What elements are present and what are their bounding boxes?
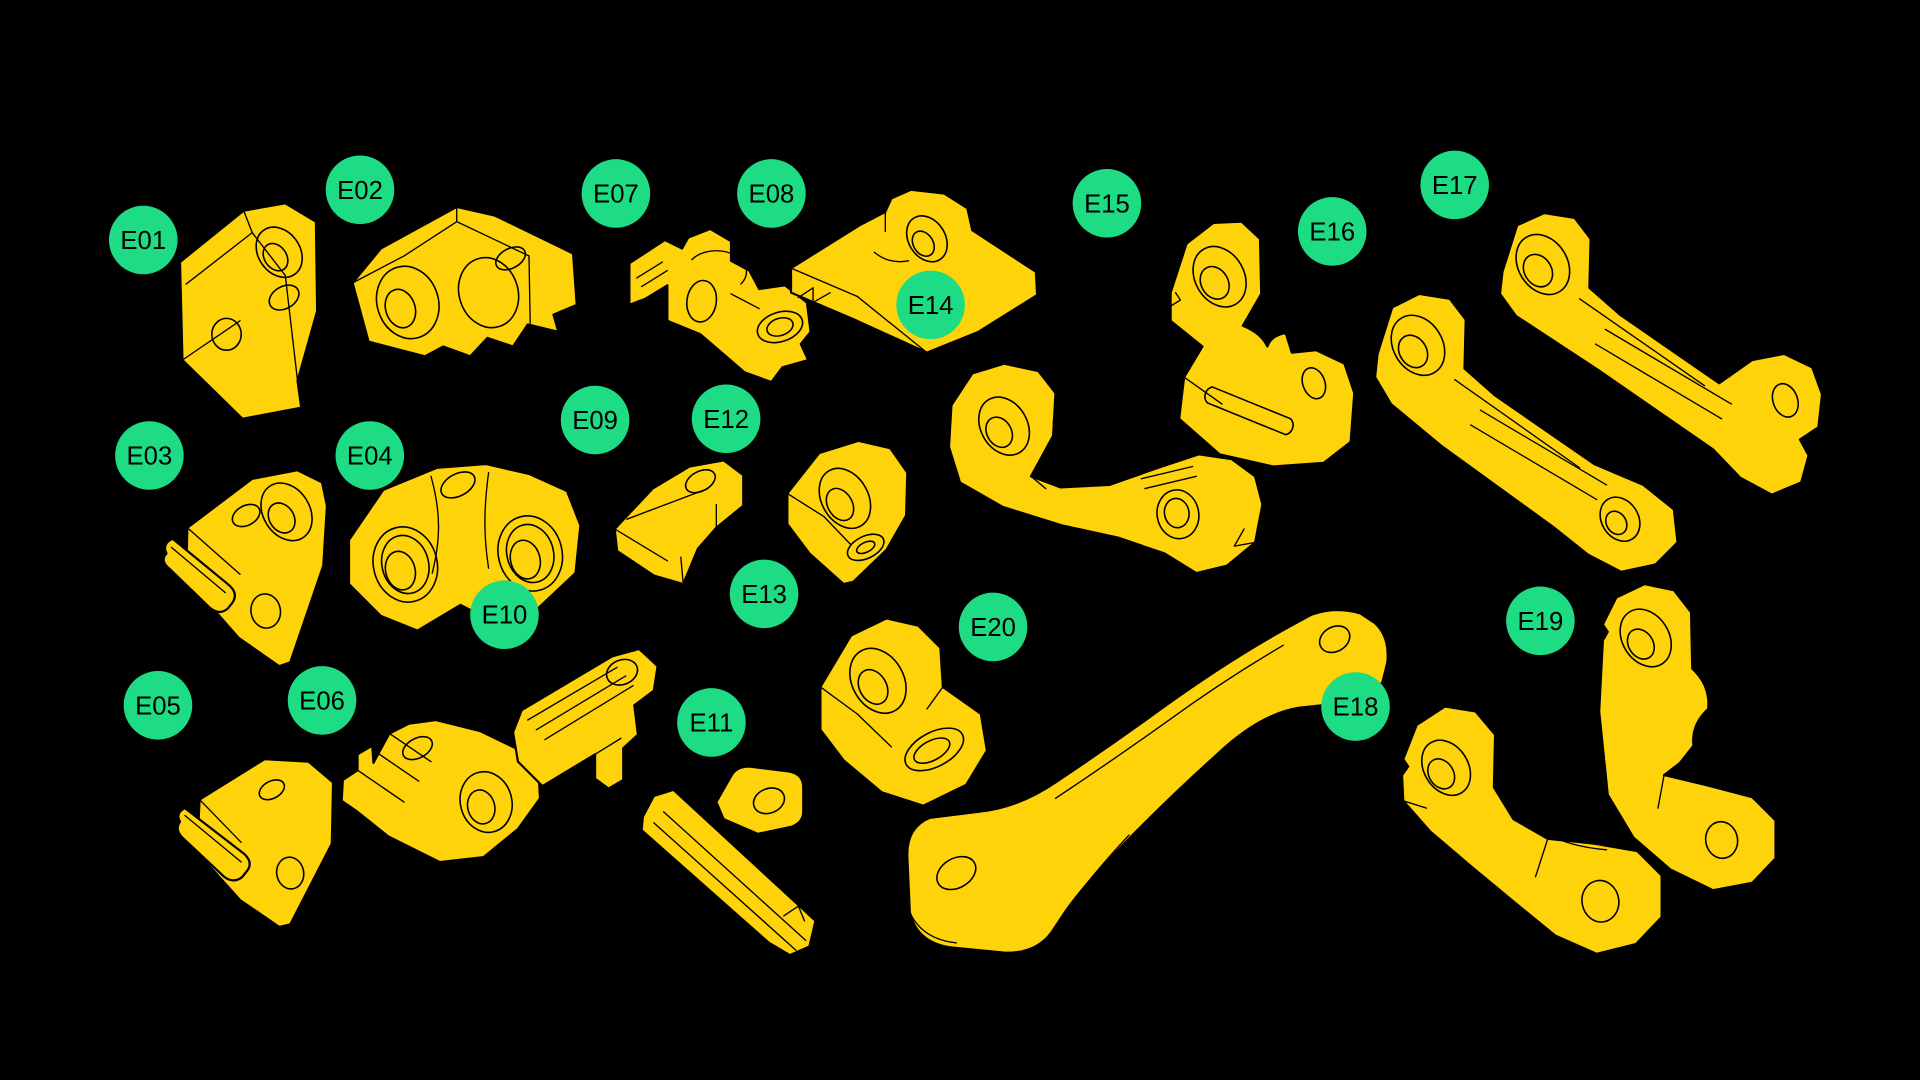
badge-label: E08 <box>749 180 795 208</box>
badge-circle <box>1420 150 1489 220</box>
badge-e16: E16 <box>1297 197 1367 266</box>
badge-e13: E13 <box>729 559 799 629</box>
badge-label: E14 <box>908 292 954 320</box>
part-e04 <box>347 462 582 632</box>
badge-e07: E07 <box>581 159 651 228</box>
badge-label: E12 <box>703 406 749 434</box>
badge-e17: E17 <box>1420 150 1489 220</box>
badge-e10: E10 <box>470 580 539 649</box>
badge-circle <box>1297 197 1367 266</box>
part-e12 <box>786 439 909 586</box>
badge-label: E18 <box>1333 694 1379 722</box>
part-e05 <box>176 758 335 929</box>
part-e16 <box>1374 292 1679 573</box>
parts-layer <box>162 188 1824 957</box>
badge-label: E06 <box>299 687 345 715</box>
badge-circle <box>1321 672 1390 741</box>
badge-circle <box>325 155 395 225</box>
badge-e08: E08 <box>737 159 806 228</box>
badge-e18: E18 <box>1321 672 1390 741</box>
badge-label: E17 <box>1432 172 1478 200</box>
part-e09 <box>613 459 745 586</box>
badge-circle <box>123 671 193 740</box>
badge-circle <box>115 421 184 490</box>
badge-circle <box>560 385 630 455</box>
badge-circle <box>691 384 761 454</box>
badge-e01: E01 <box>108 205 178 275</box>
badge-label: E01 <box>120 227 166 255</box>
part-e20 <box>906 609 1389 954</box>
part-e15 <box>1169 220 1356 468</box>
badge-circle <box>470 580 539 649</box>
part-e18 <box>1400 705 1663 955</box>
badge-e02: E02 <box>325 155 395 225</box>
badge-label: E20 <box>970 614 1016 642</box>
badge-circle <box>958 592 1028 662</box>
badge-label: E07 <box>593 180 639 208</box>
part-e10 <box>511 647 659 790</box>
part-e07 <box>628 227 812 384</box>
part-e01 <box>178 202 319 420</box>
part-e06 <box>340 718 542 864</box>
badge-circle <box>287 666 357 735</box>
badge-label: E05 <box>135 692 181 720</box>
badge-e03: E03 <box>115 421 184 490</box>
badge-e05: E05 <box>123 671 193 740</box>
badge-e15: E15 <box>1072 168 1142 238</box>
badge-circle <box>108 205 178 275</box>
badge-circle <box>896 270 965 340</box>
part-e13 <box>819 617 989 807</box>
badge-label: E02 <box>337 177 383 205</box>
part-e02 <box>351 205 578 358</box>
badge-label: E03 <box>127 443 173 471</box>
part-e17 <box>1498 211 1824 496</box>
badge-circle <box>737 159 806 228</box>
badge-circle <box>1072 168 1142 238</box>
badge-label: E04 <box>347 443 393 471</box>
badge-circle <box>1506 586 1575 656</box>
part-e03 <box>162 469 329 668</box>
badge-label: E13 <box>741 581 787 609</box>
badge-circle <box>677 688 746 757</box>
badge-label: E19 <box>1518 608 1564 636</box>
badge-circle <box>729 559 799 629</box>
badge-label: E11 <box>690 709 734 737</box>
badge-e12: E12 <box>691 384 761 454</box>
badge-e11: E11 <box>677 688 746 757</box>
badge-label: E16 <box>1309 218 1355 246</box>
badge-label: E10 <box>482 602 528 630</box>
badge-e14: E14 <box>896 270 965 340</box>
badge-label: E15 <box>1084 190 1130 218</box>
badge-e09: E09 <box>560 385 630 455</box>
badge-e06: E06 <box>287 666 357 735</box>
part-e14 <box>947 362 1264 575</box>
badge-e19: E19 <box>1506 586 1575 656</box>
badge-label: E09 <box>572 407 618 435</box>
badge-circle <box>335 421 405 490</box>
badge-e04: E04 <box>335 421 405 490</box>
badge-e20: E20 <box>958 592 1028 662</box>
badge-circle <box>581 159 651 228</box>
part-e11 <box>640 765 817 957</box>
part-e08 <box>789 188 1039 354</box>
part-e19 <box>1598 582 1777 892</box>
